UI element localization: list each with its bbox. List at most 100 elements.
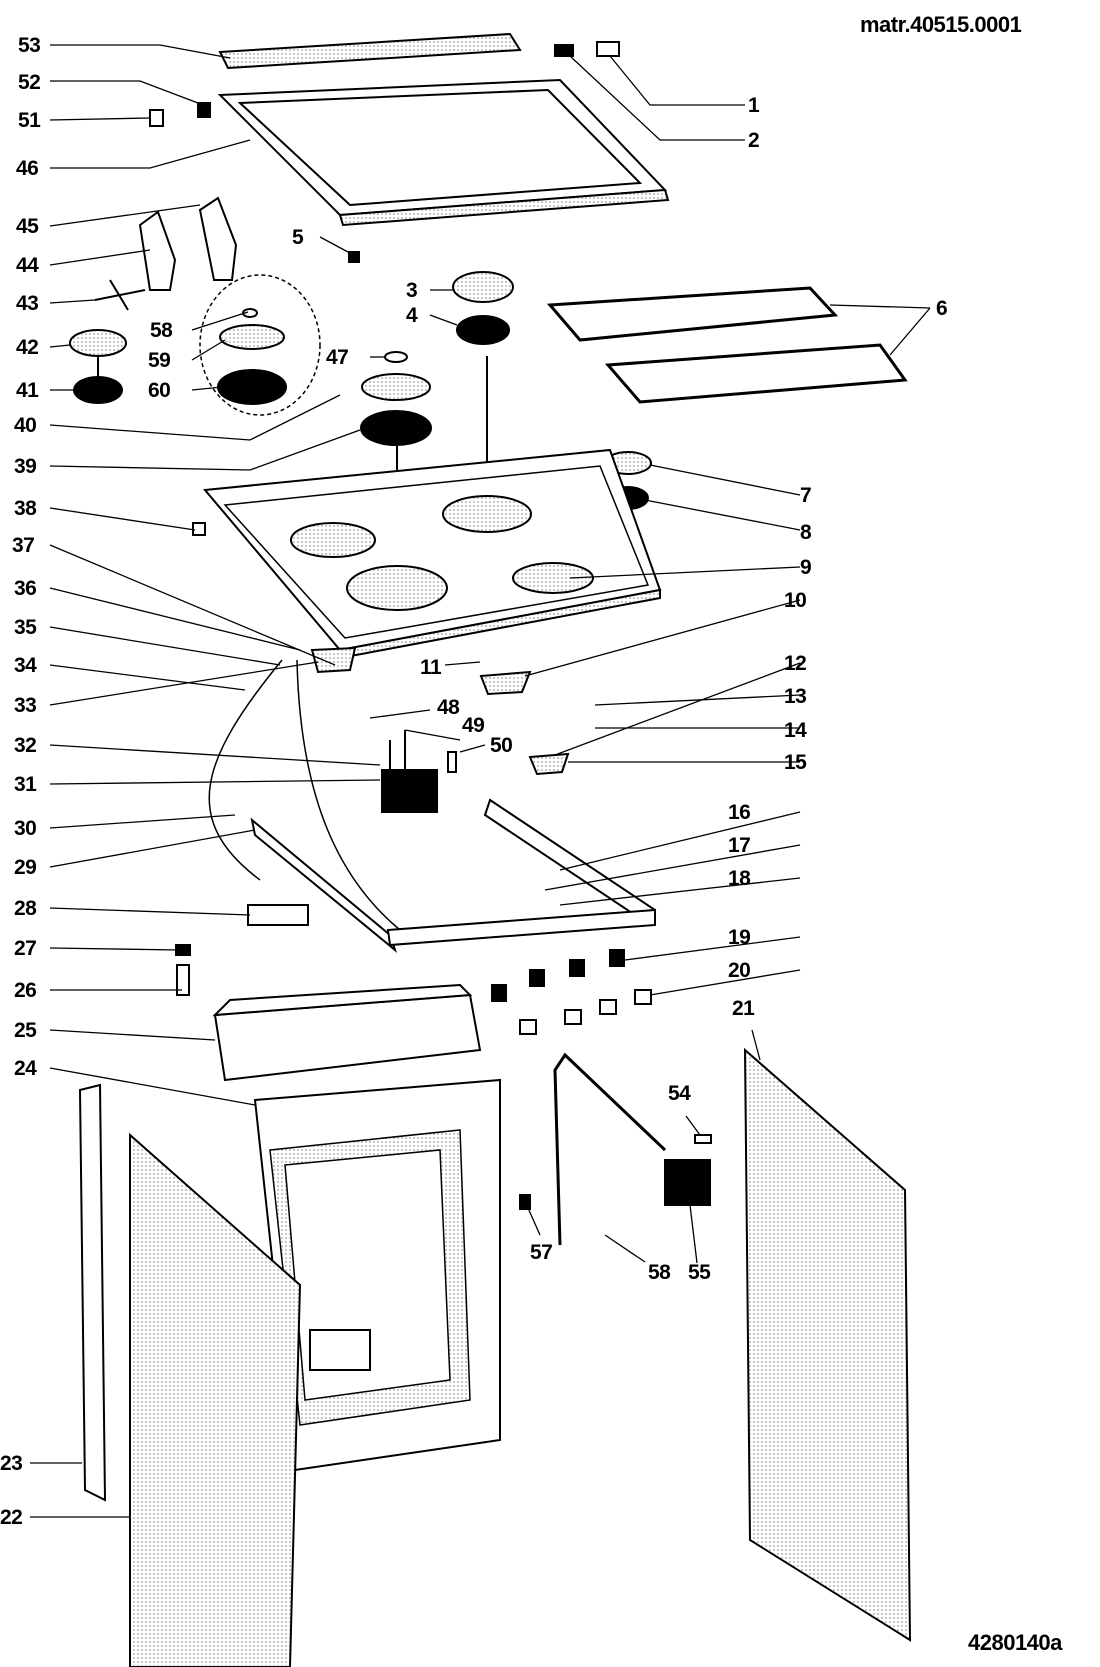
knob-part-38 [192,522,206,536]
callout-9[interactable]: 9 [800,556,812,579]
document-code: 4280140a [968,1630,1062,1655]
rear-panel-part-25 [212,983,482,1082]
callout-2[interactable]: 2 [748,129,760,152]
callout-48[interactable]: 48 [437,696,460,719]
callout-32[interactable]: 32 [14,734,37,757]
ring-part-40 [361,373,431,401]
oven-body-part-24 [253,1078,501,1472]
callout-58-pipe[interactable]: 58 [648,1261,671,1284]
cup-part-10 [479,670,532,696]
callout-4[interactable]: 4 [406,304,418,327]
burner-part-41 [73,376,123,404]
leader-lines [30,44,931,1518]
callout-20[interactable]: 20 [728,959,751,982]
callout-49[interactable]: 49 [462,714,485,737]
callout-57[interactable]: 57 [530,1241,553,1264]
burner-cap-part-42 [69,329,127,357]
callout-12[interactable]: 12 [784,652,807,675]
callout-34[interactable]: 34 [14,654,37,677]
callout-1[interactable]: 1 [748,94,760,117]
callout-46[interactable]: 46 [16,157,39,180]
clip-part-54 [694,1134,712,1144]
connector-part-55 [664,1159,711,1206]
callout-36[interactable]: 36 [14,577,37,600]
callout-50[interactable]: 50 [490,734,513,757]
valve-part-31 [381,730,457,813]
callout-51[interactable]: 51 [18,109,41,132]
callout-25[interactable]: 25 [14,1019,37,1042]
callout-22[interactable]: 22 [0,1506,23,1529]
callout-33[interactable]: 33 [14,694,37,717]
callout-39[interactable]: 39 [14,455,37,478]
crown-part-39 [360,410,432,446]
callout-15[interactable]: 15 [784,751,807,774]
callout-11[interactable]: 11 [420,656,442,679]
callout-18[interactable]: 18 [728,867,751,890]
callout-29[interactable]: 29 [14,856,37,879]
ignition-part-28 [247,904,309,926]
callout-53[interactable]: 53 [18,34,41,57]
hinge-parts-44-45 [138,196,238,291]
callout-40[interactable]: 40 [14,414,37,437]
side-panel-part-22 [129,1132,302,1667]
callout-41[interactable]: 41 [16,379,39,402]
callout-26[interactable]: 26 [14,979,37,1002]
callout-14[interactable]: 14 [784,719,807,742]
side-panel-part-21 [743,1047,912,1642]
callout-27[interactable]: 27 [14,937,37,960]
callout-35[interactable]: 35 [14,616,37,639]
hob-top-part-9 [203,448,662,660]
lid-part-46 [217,78,670,227]
callout-28[interactable]: 28 [14,897,37,920]
callout-47[interactable]: 47 [326,346,349,369]
callout-6[interactable]: 6 [936,297,948,320]
callout-55[interactable]: 55 [688,1261,711,1284]
strip-part-23 [78,1083,107,1502]
callout-7[interactable]: 7 [800,484,812,507]
taps-part-19 [491,949,652,1035]
clip-part-52 [197,102,211,118]
callout-42[interactable]: 42 [16,336,39,359]
callout-16[interactable]: 16 [728,801,751,824]
bracket-part-57 [519,1194,531,1210]
cap-part-3 [452,271,514,303]
callout-60[interactable]: 60 [148,379,171,402]
callout-3[interactable]: 3 [406,279,418,302]
pan-supports-part-6 [546,286,908,404]
crown-part-60 [217,369,287,405]
drawing-number: matr.40515.0001 [860,12,1022,37]
callout-21[interactable]: 21 [732,997,755,1020]
callout-30[interactable]: 30 [14,817,37,840]
callout-17[interactable]: 17 [728,834,751,857]
callout-38[interactable]: 38 [14,497,37,520]
pipe-loop [208,659,283,881]
gas-pipe-part-58 [553,1052,667,1246]
hinge-strip-part-53 [218,32,522,70]
burner-part-4 [456,315,510,345]
callout-59[interactable]: 59 [148,349,171,372]
spring-part-43 [94,279,146,311]
callout-31[interactable]: 31 [14,773,37,796]
callout-43[interactable]: 43 [16,292,39,315]
callout-37[interactable]: 37 [12,534,35,557]
callout-24[interactable]: 24 [14,1057,37,1080]
callout-5[interactable]: 5 [292,226,304,249]
gas-manifold [250,798,657,953]
callout-45[interactable]: 45 [16,215,39,238]
callout-19[interactable]: 19 [728,926,751,949]
callout-10[interactable]: 10 [784,589,807,612]
callout-52[interactable]: 52 [18,71,41,94]
bolt-part-26 [176,964,190,996]
clip-part-51 [149,109,164,127]
callout-8[interactable]: 8 [800,521,812,544]
callout-54[interactable]: 54 [668,1082,691,1105]
callout-23[interactable]: 23 [0,1452,23,1475]
cup-part-33 [310,646,357,674]
callout-58[interactable]: 58 [150,319,173,342]
cup-part-15 [528,752,570,776]
callout-44[interactable]: 44 [16,254,39,277]
detail-circle [199,274,321,416]
callout-13[interactable]: 13 [784,685,807,708]
